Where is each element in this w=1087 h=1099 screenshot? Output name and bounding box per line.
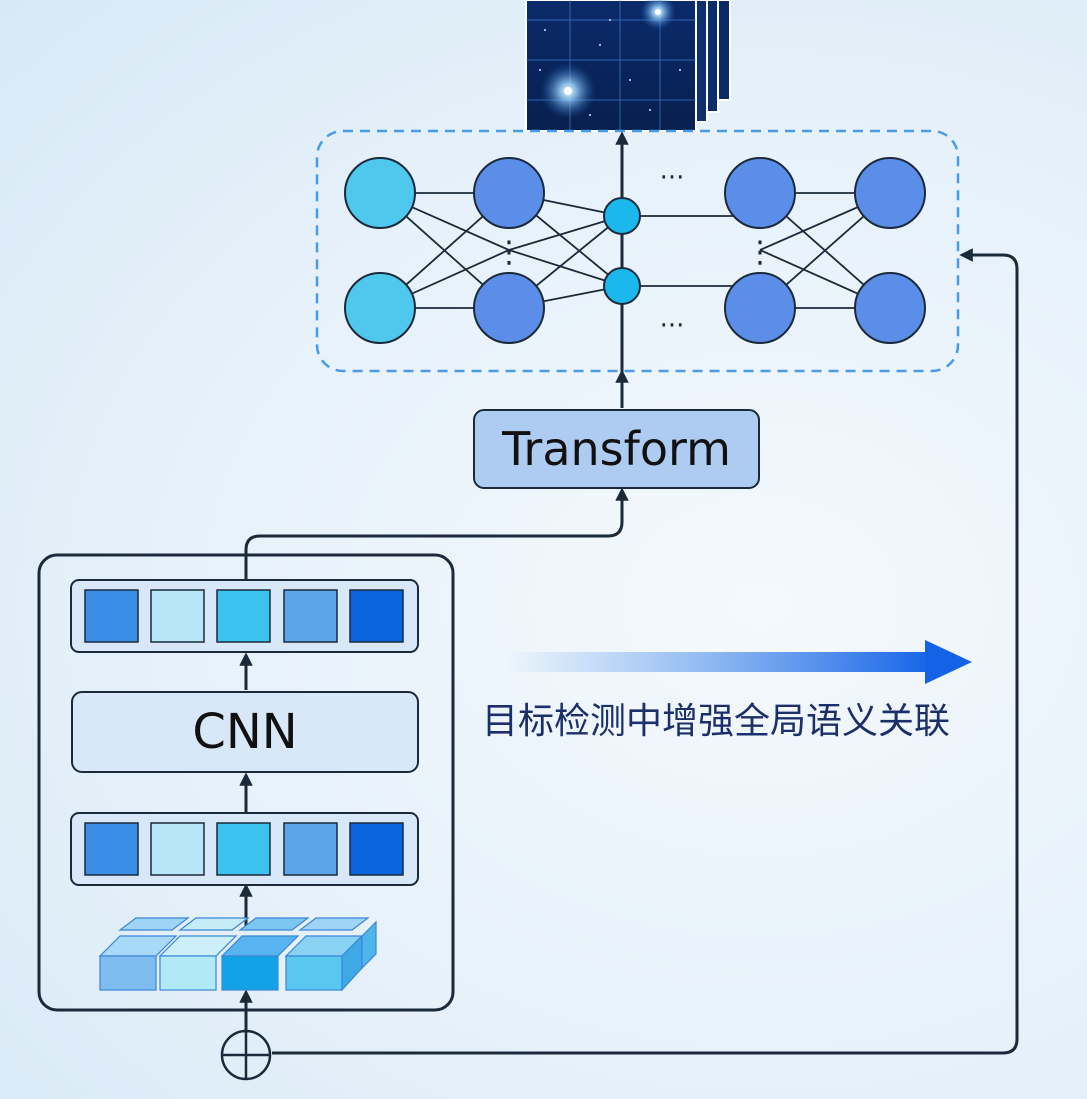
mid-node-top — [603, 197, 641, 235]
mid-node-bottom — [603, 267, 641, 305]
add-operator-icon — [220, 1029, 272, 1081]
network-nodes — [344, 157, 926, 344]
cnn-box — [71, 691, 419, 773]
input-node-bottom — [344, 272, 416, 344]
cnn-to-transform-arrow — [244, 487, 629, 580]
hidden-node-1-bottom — [473, 272, 545, 344]
network-dashed-border — [315, 129, 960, 373]
vertical-ellipsis-right: ⋮ — [745, 235, 775, 270]
output-node-bottom — [854, 272, 926, 344]
output-node-top — [854, 157, 926, 229]
hidden-node-2-top — [724, 157, 796, 229]
hidden-node-1-top — [473, 157, 545, 229]
diagram-caption: 目标检测中增强全局语义关联 — [482, 701, 951, 742]
top-feature-cells — [84, 589, 404, 643]
bottom-feature-cells — [84, 822, 404, 876]
cnn-label: CNN — [192, 704, 298, 760]
ellipsis-top: ··· — [660, 163, 685, 193]
ellipsis-bottom: ··· — [660, 311, 685, 341]
skip-connection-arrow — [272, 248, 1019, 1055]
output-image-stack — [525, 0, 731, 132]
input-blocks-3d — [98, 917, 377, 992]
hidden-node-2-bottom — [724, 272, 796, 344]
vertical-ellipsis-left: ⋮ — [494, 235, 524, 270]
semantic-flow-arrow — [505, 640, 972, 684]
transform-label: Transform — [502, 422, 731, 476]
input-node-top — [344, 157, 416, 229]
